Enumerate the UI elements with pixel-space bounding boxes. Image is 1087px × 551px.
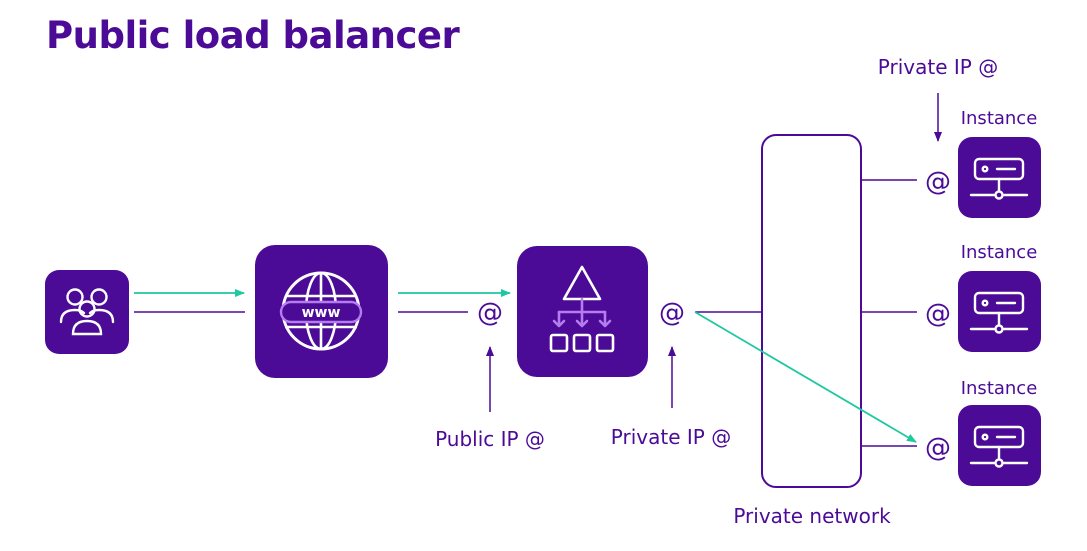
page-title: Public load balancer (46, 14, 460, 57)
instance-3-at-symbol: @ (925, 433, 951, 463)
public-ip-at-symbol: @ (477, 298, 503, 328)
globe-www-icon: www (279, 271, 363, 351)
users-icon (59, 288, 115, 336)
svg-text:www: www (302, 305, 341, 321)
internet-tile: www (255, 245, 388, 378)
load-balancer-icon (549, 265, 615, 353)
instance-2-label: Instance (961, 242, 1038, 263)
instance-3-tile (958, 405, 1041, 486)
lb-private-at-symbol: @ (659, 298, 685, 328)
instance-private-ip-label: Private IP @ (878, 55, 998, 79)
instance-3-label: Instance (961, 378, 1038, 399)
instance-2-tile (958, 271, 1041, 352)
lb-private-ip-label: Private IP @ (611, 425, 731, 449)
users-tile (45, 270, 129, 354)
instance-2-at-symbol: @ (925, 299, 951, 329)
instance-1-tile (958, 137, 1041, 218)
server-icon (969, 425, 1029, 468)
instance-1-at-symbol: @ (925, 167, 951, 197)
public-ip-label: Public IP @ (435, 427, 545, 451)
server-icon (969, 157, 1029, 200)
server-icon (969, 291, 1029, 334)
instance-1-label: Instance (961, 108, 1038, 129)
load-balancer-tile (517, 246, 648, 377)
private-network-box (761, 134, 862, 488)
private-network-label: Private network (733, 504, 891, 528)
